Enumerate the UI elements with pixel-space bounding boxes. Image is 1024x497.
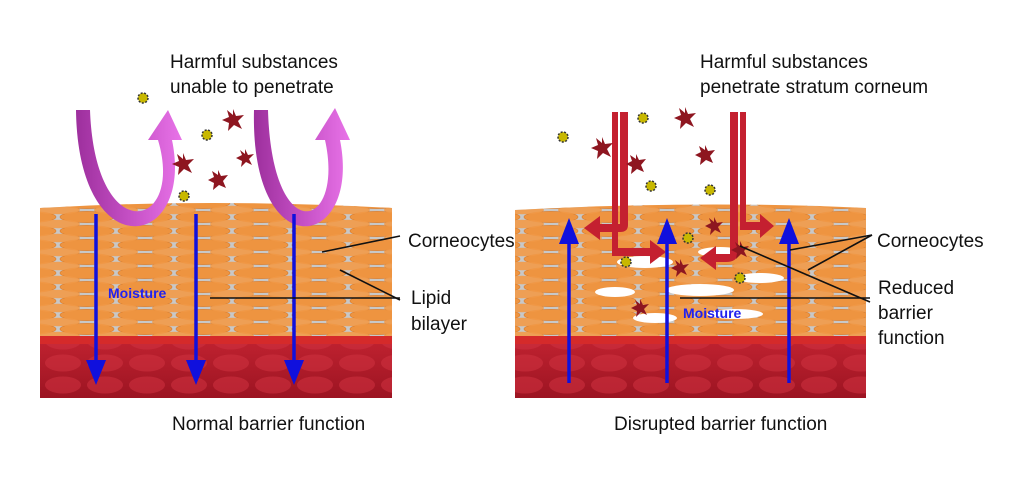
- left-deflect-arrow-2: [253, 108, 350, 227]
- left-caption: Normal barrier function: [172, 414, 365, 435]
- left-harmful-particles: [137, 92, 254, 202]
- left-moisture-arrows: [86, 214, 304, 385]
- left-lipid-label-line2: bilayer: [411, 314, 468, 335]
- left-title-line2: unable to penetrate: [170, 77, 334, 98]
- right-penetrate-arrow-1: [584, 112, 666, 264]
- left-deflect-arrow-1: [76, 110, 182, 227]
- right-corneocytes-label: Corneocytes: [877, 231, 984, 252]
- right-moisture-label: Moisture: [683, 305, 742, 321]
- right-reduced-label-line2: barrier: [878, 303, 934, 324]
- left-pointer-lines: [210, 235, 401, 301]
- left-moisture-label: Moisture: [108, 285, 167, 301]
- right-moisture-arrows: [559, 218, 799, 383]
- right-dermis: [515, 336, 866, 398]
- right-harmful-particles: [557, 107, 749, 317]
- left-stratum-corneum: [40, 203, 392, 345]
- left-title-line1: Harmful substances: [170, 52, 338, 73]
- right-caption: Disrupted barrier function: [614, 414, 827, 435]
- left-dermis: [40, 336, 392, 398]
- right-penetrate-arrow-2: [700, 112, 774, 270]
- right-reduced-label-line1: Reduced: [878, 278, 954, 299]
- right-title-line1: Harmful substances: [700, 52, 868, 73]
- left-panel: Harmful substances unable to penetrate C…: [40, 52, 515, 435]
- right-pointer-lines: [680, 234, 873, 303]
- right-reduced-label-line3: function: [878, 328, 945, 349]
- left-corneocytes-label: Corneocytes: [408, 231, 515, 252]
- right-title-line2: penetrate stratum corneum: [700, 77, 928, 98]
- left-lipid-label-line1: Lipid: [411, 288, 451, 309]
- right-panel: Harmful substances penetrate stratum cor…: [515, 52, 984, 435]
